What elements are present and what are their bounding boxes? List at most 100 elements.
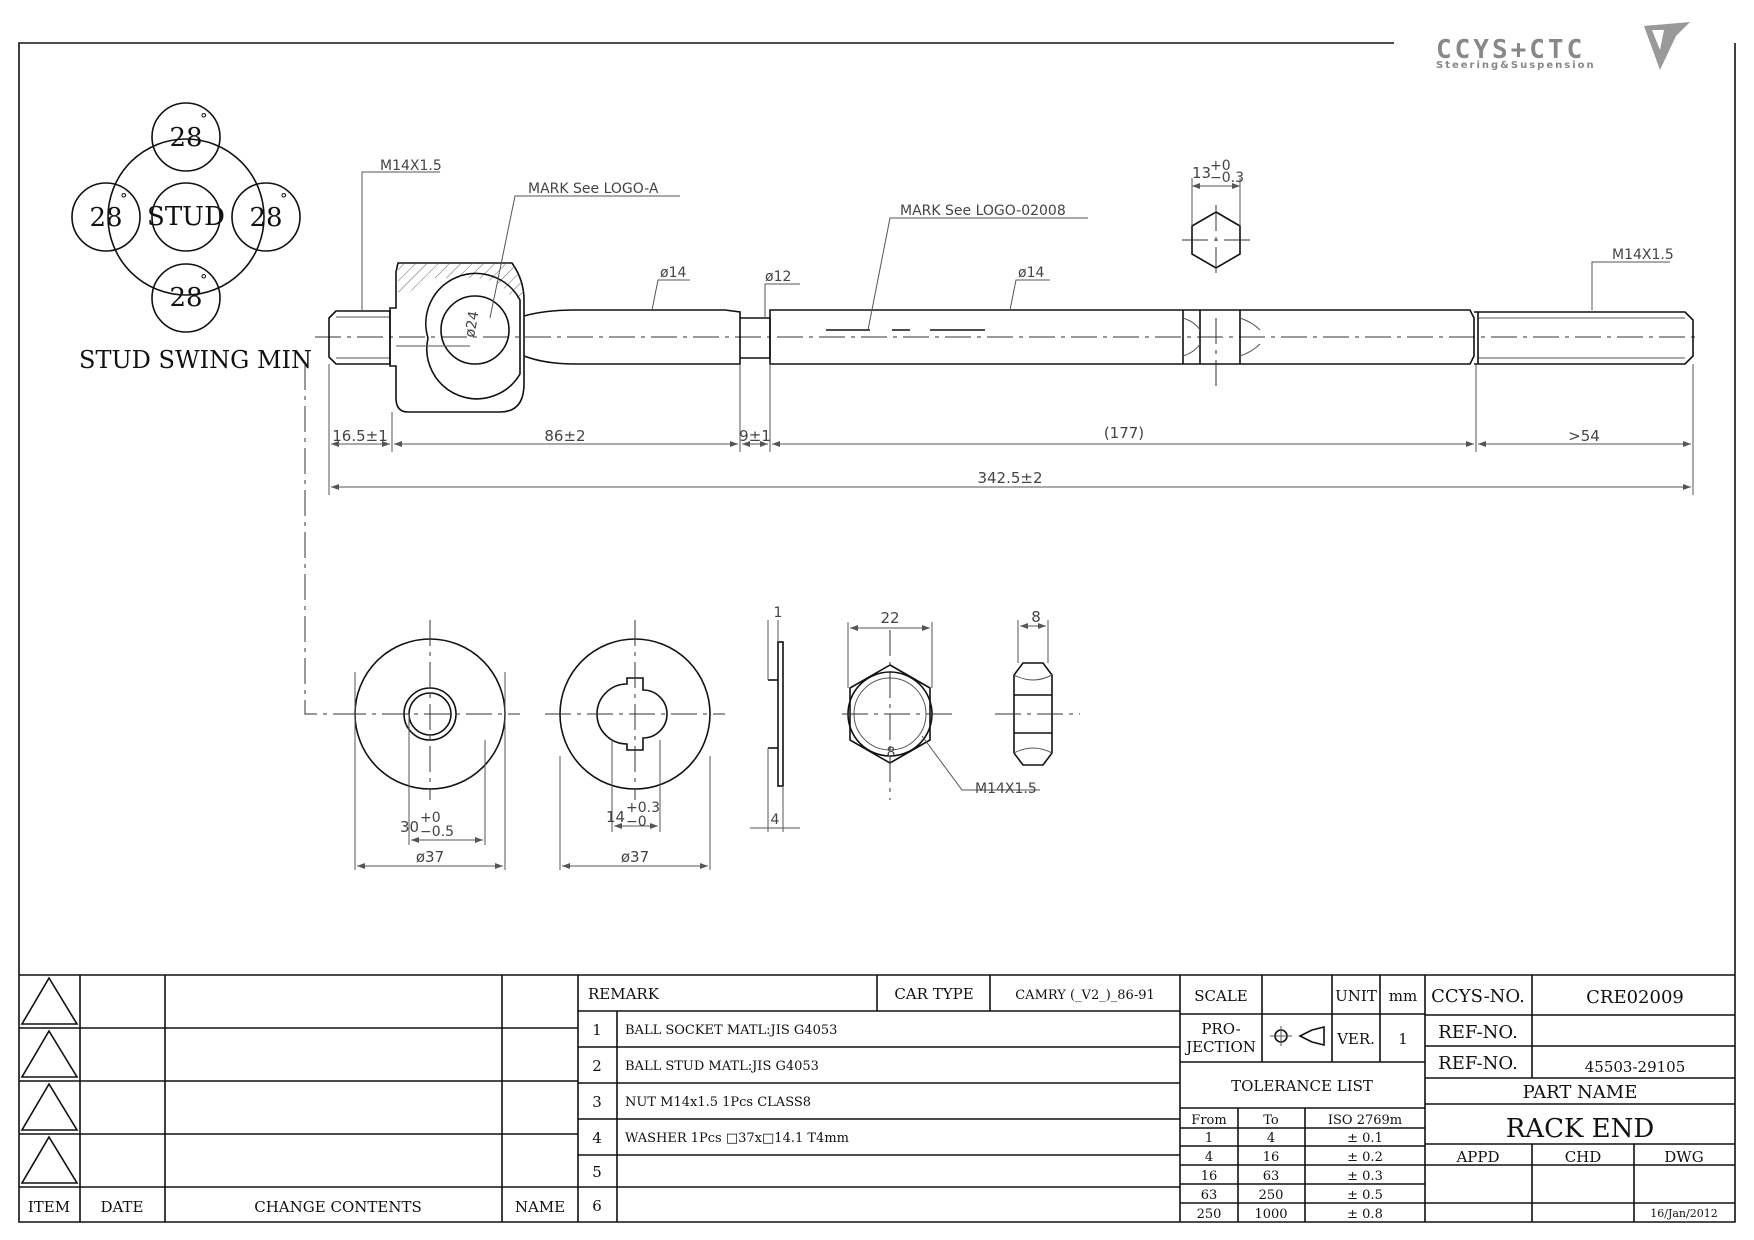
dim-9: 9±1 — [739, 427, 771, 445]
revision-triangle — [20, 1135, 79, 1184]
dwg-label: DWG — [1664, 1148, 1703, 1166]
tol-header-iso: ISO 2769m — [1328, 1113, 1402, 1128]
rev-header-date: DATE — [101, 1198, 144, 1216]
rev-header-item: ITEM — [28, 1198, 70, 1216]
swing-angle-bottom: 28 — [169, 283, 202, 313]
washer2-outer-dim: ø37 — [621, 848, 649, 866]
nut-thread-label: M14X1.5 — [975, 781, 1037, 797]
revision-triangle — [20, 976, 79, 1025]
remark-row-text: NUT M14x1.5 1Pcs CLASS8 — [625, 1095, 811, 1110]
unit-value: mm — [1389, 987, 1417, 1005]
company-logo: CCYS+CTC Steering&Suspension — [1436, 22, 1690, 71]
title-block: ITEM DATE CHANGE CONTENTS NAME REMARK CA… — [19, 974, 1735, 1222]
ref-no-label: REF-NO. — [1438, 1022, 1518, 1043]
thread-right-label: M14X1.5 — [1612, 247, 1674, 263]
chd-label: CHD — [1565, 1148, 1602, 1166]
washer1-inner-tol-upper: +0 — [420, 810, 441, 826]
washer-front-view: 30 +0 −0.5 ø37 — [340, 620, 520, 870]
revision-triangle — [20, 1082, 79, 1131]
dim-86: 86±2 — [544, 427, 585, 445]
remark-row-no: 4 — [592, 1129, 602, 1147]
remark-row-no: 5 — [592, 1163, 602, 1181]
swing-angle-right: 28 — [249, 203, 282, 233]
tol-from: 1 — [1205, 1131, 1213, 1146]
washer-side-view: 1 4 — [750, 605, 800, 832]
hex-width-tol-upper: +0 — [1210, 158, 1231, 174]
stud-swing-caption: STUD SWING MIN — [79, 346, 312, 374]
remark-row-no: 1 — [592, 1021, 602, 1039]
stud-center-label: STUD — [147, 202, 225, 232]
dim-54: >54 — [1568, 427, 1600, 445]
tol-value: ± 0.8 — [1347, 1207, 1383, 1222]
car-type-value: CAMRY (_V2_)_86-91 — [1015, 988, 1155, 1003]
length-dimensions: 16.5±1 86±2 9±1 (177) >54 342.5±2 — [304, 364, 1694, 715]
thread-left-label: M14X1.5 — [380, 158, 442, 174]
washer-side-thickness: 4 — [771, 812, 780, 828]
part-info-block: CCYS-NO. CRE02009 REF-NO. REF-NO. 45503-… — [1425, 975, 1735, 1222]
tol-header-from: From — [1191, 1113, 1226, 1128]
stud-swing-diagram: STUD 28 28 28 28 ° ° ° ° STUD SWING MIN — [71, 102, 312, 374]
remark-row-text: BALL SOCKET MATL:JIS G4053 — [625, 1023, 837, 1038]
sheet-border — [18, 42, 1736, 1223]
tol-to: 1000 — [1254, 1207, 1287, 1222]
dia-12-label: ø12 — [765, 269, 791, 285]
remark-row-text: WASHER 1Pcs □37x□14.1 T4mm — [625, 1131, 849, 1146]
remark-row-no: 3 — [592, 1093, 602, 1111]
tolerance-list-title: TOLERANCE LIST — [1231, 1077, 1373, 1095]
washer1-inner-dim: 30 — [400, 818, 419, 836]
ccys-no-value: CRE02009 — [1586, 987, 1684, 1008]
washer1-outer-dim: ø37 — [416, 848, 444, 866]
dia-14-label: ø14 — [660, 265, 686, 281]
part-name-value: RACK END — [1506, 1114, 1655, 1144]
projection-symbol-icon — [1270, 1025, 1325, 1047]
ccys-no-label: CCYS-NO. — [1431, 986, 1525, 1007]
dim-overall: 342.5±2 — [977, 469, 1042, 487]
rev-header-name: NAME — [515, 1198, 565, 1216]
washer2-inner-dim: 14 — [606, 808, 625, 826]
degree-mark: ° — [120, 190, 128, 208]
tol-value: ± 0.1 — [1347, 1131, 1383, 1146]
swing-angle-top: 28 — [169, 123, 202, 153]
ref-no-value: 45503-29105 — [1585, 1058, 1686, 1076]
dia-14-label: ø14 — [1018, 265, 1044, 281]
washer2-inner-tol-upper: +0.3 — [626, 800, 660, 816]
tol-value: ± 0.5 — [1347, 1188, 1383, 1203]
tol-to: 4 — [1267, 1131, 1275, 1146]
tol-value: ± 0.2 — [1347, 1150, 1383, 1165]
ball-dia-label: ø24 — [462, 310, 482, 339]
nut-mark: 8 — [887, 745, 896, 761]
revision-block: ITEM DATE CHANGE CONTENTS NAME — [19, 975, 579, 1222]
degree-mark: ° — [200, 110, 208, 128]
mark-logo-a-label: MARK See LOGO-A — [528, 181, 659, 197]
tol-value: ± 0.3 — [1347, 1169, 1383, 1184]
hex-section: 13 +0 −0.3 — [1182, 158, 1250, 275]
projection-label: PRO- — [1201, 1020, 1240, 1038]
washer1-inner-tol-lower: −0.5 — [420, 824, 454, 840]
main-annotations: M14X1.5 MARK See LOGO-A MARK See LOGO-02… — [361, 158, 1674, 339]
nut-side-view: 8 — [995, 608, 1080, 766]
swing-angle-left: 28 — [89, 203, 122, 233]
remark-header: REMARK — [588, 985, 660, 1003]
washer2-inner-tol-lower: −0 — [626, 814, 647, 830]
drawing-date: 16/Jan/2012 — [1650, 1207, 1717, 1220]
tab-washer-front-view: 14 +0.3 −0 ø37 — [545, 620, 725, 870]
revision-triangle — [20, 1029, 79, 1078]
ref-no-label: REF-NO. — [1438, 1053, 1518, 1074]
remarks-block: REMARK CAR TYPE CAMRY (_V2_)_86-91 1 BAL… — [578, 975, 1181, 1222]
dim-16-5: 16.5±1 — [332, 427, 388, 445]
mark-logo-02008-label: MARK See LOGO-02008 — [900, 203, 1066, 219]
dim-177: (177) — [1104, 424, 1144, 442]
nut-side-width-dim: 8 — [1031, 608, 1041, 626]
ver-value: 1 — [1398, 1030, 1408, 1048]
remark-row-no: 6 — [592, 1197, 602, 1215]
logo-tagline: Steering&Suspension — [1436, 60, 1596, 71]
tol-to: 250 — [1259, 1188, 1284, 1203]
tol-from: 63 — [1201, 1188, 1218, 1203]
degree-mark: ° — [280, 190, 288, 208]
tolerance-block: SCALE UNIT mm PRO- JECTION VER. 1 TOLERA… — [1180, 975, 1426, 1222]
tol-to: 63 — [1263, 1169, 1280, 1184]
nut-front-view: 22 8 M14X1.5 — [842, 609, 1040, 800]
tol-header-to: To — [1263, 1113, 1279, 1128]
logo-brand: CCYS+CTC — [1436, 35, 1585, 65]
